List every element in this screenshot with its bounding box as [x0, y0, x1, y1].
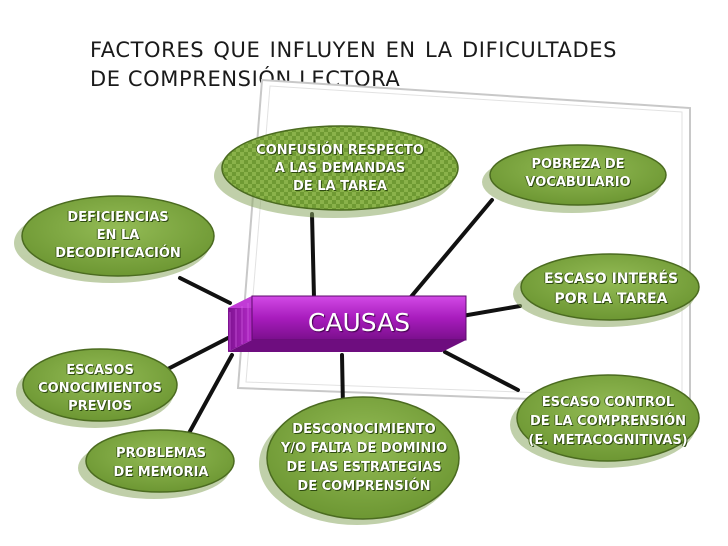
node-shapes	[21, 125, 700, 520]
ellipse-interes	[520, 253, 700, 321]
ellipse-conocimientos	[22, 348, 178, 422]
ellipse-decodificacion	[21, 195, 215, 277]
node-confusion: CONFUSIÓN RESPECTO A LAS DEMANDAS DE LA …	[256, 143, 424, 194]
line-interes	[460, 304, 522, 318]
center-label-causas: CAUSAS	[307, 307, 411, 337]
line-conocimientos	[160, 336, 230, 374]
node-vocabulario: POBREZA DE VOCABULARIO	[525, 157, 631, 190]
node-estrategias: DESCONOCIMIENTO Y/O FALTA DE DOMINIO DE …	[280, 422, 448, 494]
node-memoria: PROBLEMAS DE MEMORIA	[113, 446, 209, 480]
page-title: FACTORES QUE INFLUYEN EN LA DIFICULTADES…	[90, 36, 690, 94]
ellipse-estrategias	[266, 396, 460, 520]
node-conocimientos: ESCASOS CONOCIMIENTOS PREVIOS	[38, 363, 162, 414]
line-confusion	[310, 212, 316, 300]
ellipse-vocabulario	[489, 144, 667, 206]
title-line-1: FACTORES QUE INFLUYEN EN LA DIFICULTADES	[90, 38, 618, 62]
ellipse-confusion	[221, 125, 459, 211]
node-control: ESCASO CONTROL DE LA COMPRENSIÓN (E. MET…	[528, 394, 688, 448]
ellipse-control	[516, 374, 700, 462]
line-vocabulario	[408, 198, 494, 300]
ellipse-memoria	[85, 429, 235, 493]
line-control	[443, 350, 520, 392]
line-decodificacion	[178, 276, 232, 305]
connector-lines	[160, 198, 522, 446]
node-decodificacion: DEFICIENCIAS EN LA DECODIFICACIÓN	[55, 210, 181, 261]
center-box	[228, 295, 467, 352]
line-memoria	[181, 353, 234, 446]
node-interes: ESCASO INTERÉS POR LA TAREA	[543, 271, 679, 307]
